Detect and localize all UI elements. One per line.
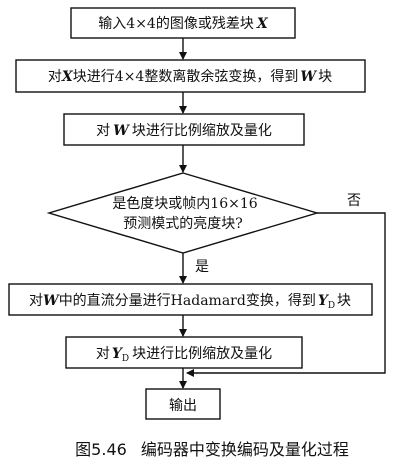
no-branch-label: 否 bbox=[347, 193, 361, 209]
decision-text-line1: 是色度块或帧内16×16 bbox=[112, 195, 257, 212]
hadamard-box bbox=[8, 283, 373, 316]
dct-transform-box bbox=[15, 59, 366, 93]
output-text: 输出 bbox=[169, 398, 197, 414]
decision-diamond bbox=[46, 172, 320, 254]
yes-branch-label: 是 bbox=[195, 259, 209, 275]
output-box bbox=[145, 388, 221, 420]
decision-text-line2: 预测模式的亮度块? bbox=[123, 215, 243, 232]
w-quantization-box bbox=[63, 113, 305, 146]
yd-quantization-box bbox=[65, 336, 303, 369]
no-branch-line bbox=[186, 212, 386, 377]
input-block-box bbox=[70, 7, 296, 39]
